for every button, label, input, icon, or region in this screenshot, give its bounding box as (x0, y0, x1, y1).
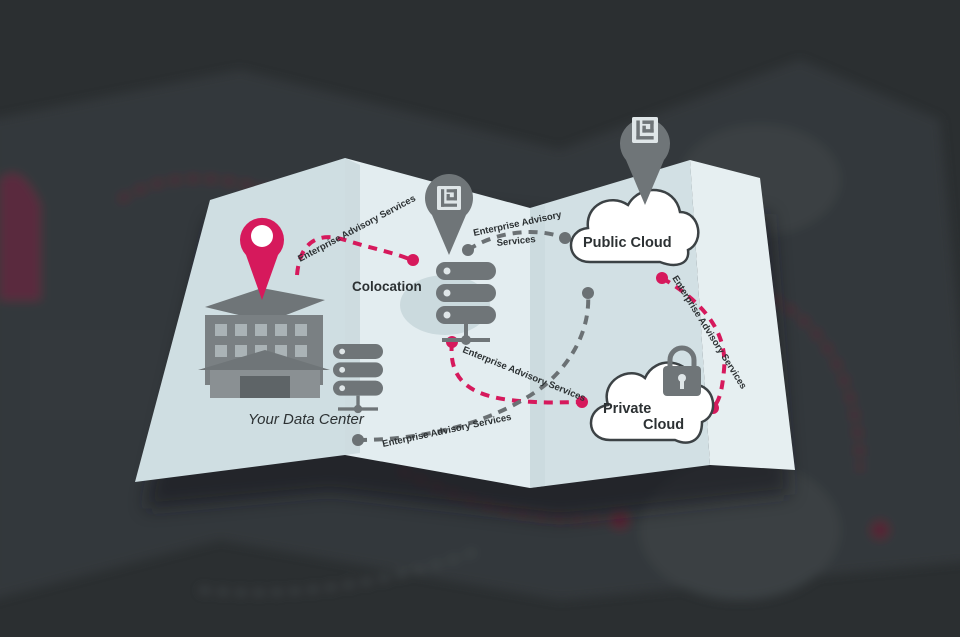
location-label-private-cloud-2: Cloud (643, 417, 684, 433)
location-label-private-cloud-1: Private (603, 401, 651, 417)
logo-pin-icon (425, 174, 473, 255)
logo-pin-icon (620, 117, 670, 205)
route-node-colocation-public (462, 244, 474, 256)
route-node-dc-bottom (352, 434, 364, 446)
route-public-private-cloud (660, 276, 727, 410)
routes (295, 230, 727, 446)
route-node-private-cloud (576, 396, 588, 408)
route-node-public-down (656, 272, 668, 284)
route-label-colocation-public-2: Services (496, 234, 536, 249)
route-node-public-cloud (559, 232, 571, 244)
location-pin-icon (240, 217, 284, 300)
route-node-public-bottom (582, 287, 594, 299)
route-colocation-public-cloud (466, 230, 566, 252)
private-cloud-location: Private Cloud (589, 345, 715, 444)
public-cloud-location: Public Cloud (569, 117, 700, 267)
map-panel-4 (690, 160, 795, 470)
route-dc-colocation (295, 235, 413, 276)
data-center-location: Your Data Center (198, 217, 383, 428)
route-colocation-private-cloud (449, 341, 581, 405)
colocation-location: Colocation (352, 174, 496, 345)
route-dc-public-cloud (357, 292, 591, 442)
location-label-colocation: Colocation (352, 279, 422, 294)
location-label-public-cloud: Public Cloud (583, 235, 672, 251)
location-label-data-center: Your Data Center (248, 411, 365, 428)
building-icon (198, 288, 330, 398)
padlock-icon (663, 345, 701, 396)
cloud-icon (569, 188, 700, 267)
route-node-dc-colocation (407, 254, 419, 266)
